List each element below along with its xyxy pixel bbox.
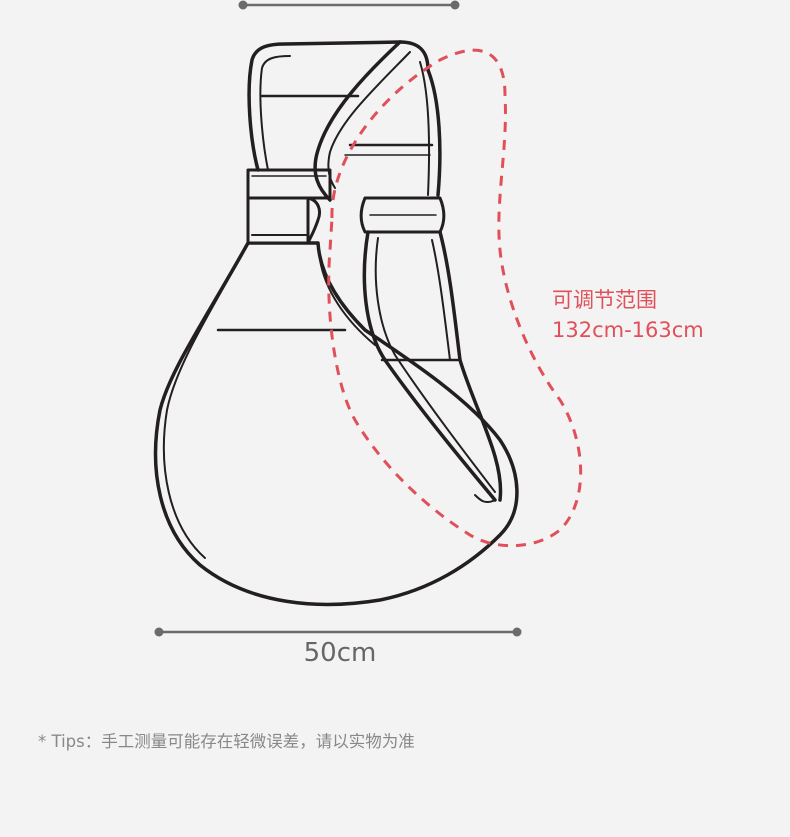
width-measure-line bbox=[154, 627, 522, 637]
adjust-range-value: 132cm-163cm bbox=[552, 318, 704, 342]
adjust-range-dashed-outline bbox=[327, 48, 583, 548]
sling-outline bbox=[153, 40, 519, 607]
adjust-range-label: 可调节范围 132cm-163cm bbox=[552, 285, 704, 345]
width-measure-label: 50cm bbox=[303, 638, 377, 668]
tips-note: * Tips：手工测量可能存在轻微误差，请以实物为准 bbox=[38, 732, 415, 751]
adjust-range-title: 可调节范围 bbox=[552, 288, 657, 312]
top-measure-line bbox=[238, 0, 460, 10]
